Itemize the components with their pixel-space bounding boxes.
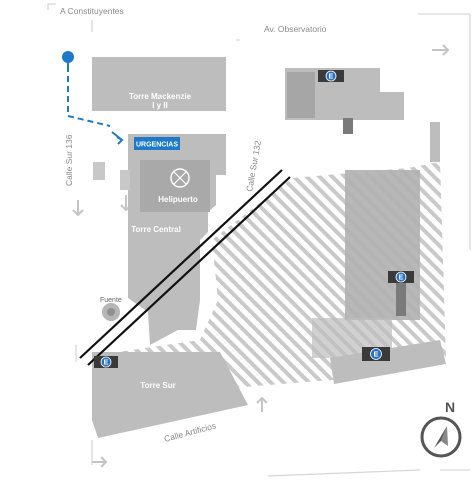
parking-icon: E <box>373 350 378 359</box>
building-label-mackenzie-1: Torre Mackenzie <box>129 92 192 101</box>
building-label-mackenzie-2: I y II <box>152 101 168 110</box>
parking-marker-north[interactable]: E <box>318 70 344 82</box>
emergency-label: URGENCIAS <box>136 142 178 149</box>
emergency-sign[interactable]: URGENCIAS <box>134 137 180 150</box>
route-start-pin <box>62 51 74 68</box>
street-label-constituyentes: A Constituyentes <box>60 6 124 16</box>
street-label-observatorio: Av. Observatorio <box>264 24 327 34</box>
building-torre-sur <box>92 352 248 438</box>
building-southeast <box>330 340 446 384</box>
building-east <box>345 170 420 320</box>
building-east-strip <box>430 122 440 162</box>
parking-icon: E <box>104 360 109 367</box>
parking-marker-east[interactable]: E <box>388 271 414 283</box>
direction-arrows <box>72 44 450 468</box>
building-observatorio-inner <box>287 72 315 118</box>
road-lines <box>47 3 471 477</box>
parking-icon: E <box>329 74 334 81</box>
building-label-heliport: Helipuerto <box>158 195 198 204</box>
building-central-notch <box>120 170 130 190</box>
fountain-label: Fuente <box>100 297 122 304</box>
diagonal-street-lines <box>79 169 291 366</box>
route-path <box>67 66 124 145</box>
fountain <box>102 303 120 321</box>
building-label-sur: Torre Sur <box>140 381 175 390</box>
street-label-sur-132: Calle Sur 132 <box>244 140 263 193</box>
parking-icon: E <box>399 275 404 282</box>
building-torre-mackenzie <box>92 57 226 111</box>
heliport-icon <box>170 168 190 188</box>
buildings <box>92 57 446 438</box>
building-label-central: Torre Central <box>131 225 181 234</box>
street-label-sur-136: Calle Sur 136 <box>64 134 74 186</box>
parking-marker-southeast[interactable]: E <box>362 347 390 361</box>
parking-marker-south[interactable]: E <box>94 356 118 368</box>
compass-north-label: N <box>445 399 455 415</box>
building-annex-left <box>93 162 105 180</box>
building-tower-stem <box>343 118 353 134</box>
compass: N <box>420 399 462 458</box>
building-parking-stem <box>396 282 406 316</box>
street-label-artificios: Calle Artificios <box>163 420 217 443</box>
